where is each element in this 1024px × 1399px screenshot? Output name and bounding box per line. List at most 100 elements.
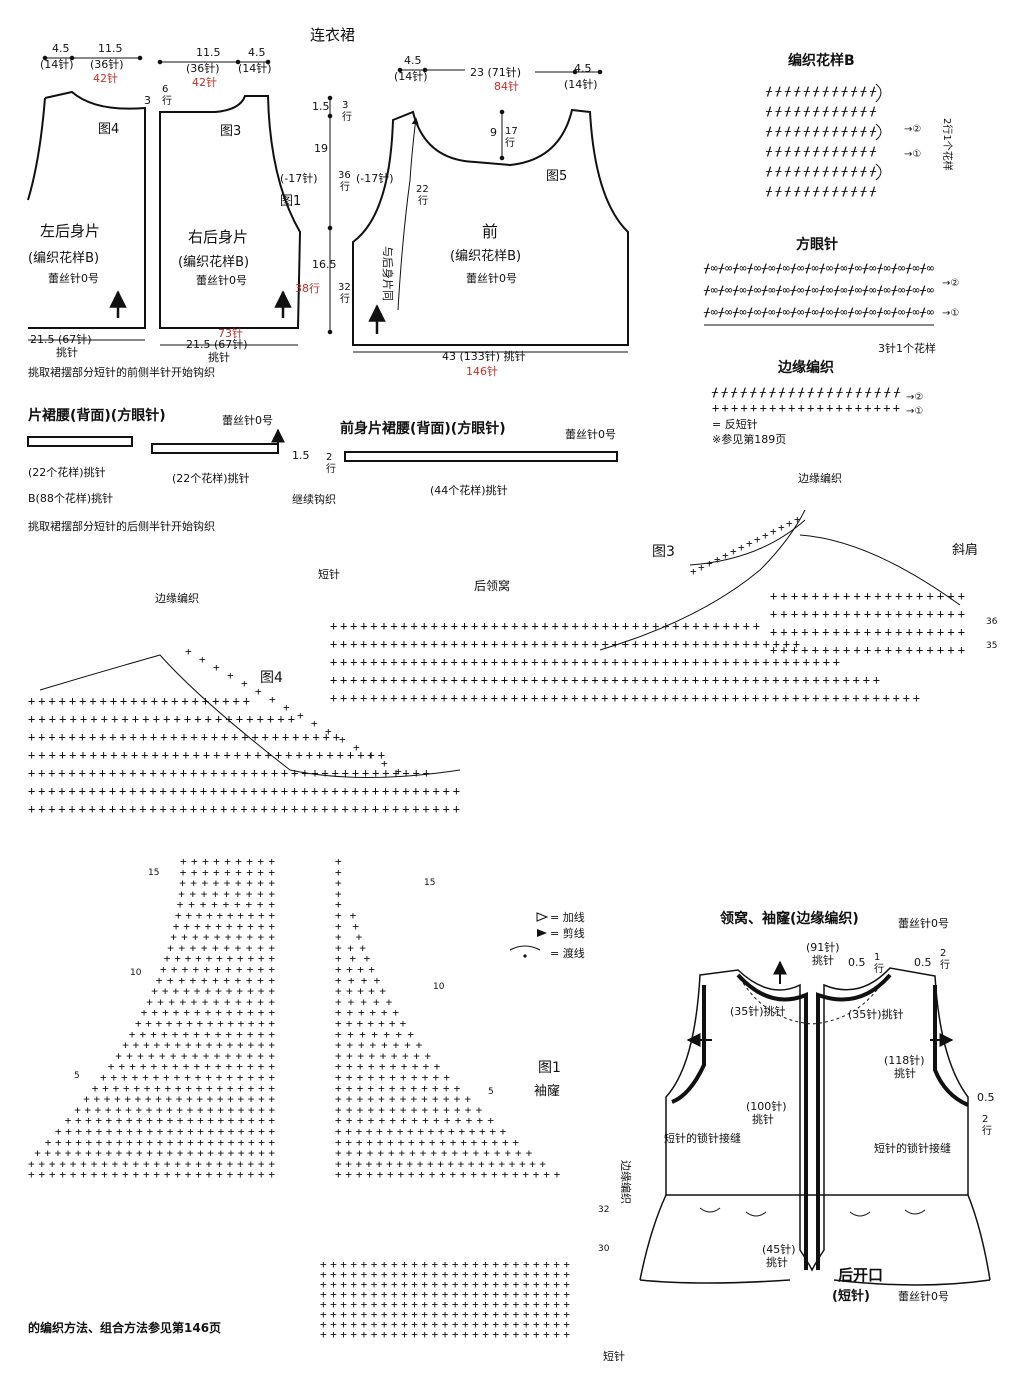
legend-cross: = 渡线 (550, 946, 585, 960)
chart-fig3-edge-stitch: + (722, 549, 729, 562)
waist-back-band (27, 436, 279, 454)
chart-fig1-sc: 短针 (603, 1349, 625, 1363)
chart-fig3-row: +++++++++++++++++++ (770, 589, 965, 603)
chart-fig3-edge-stitch: + (714, 553, 721, 566)
chart-fig4-row: +++++++++++++++++++++++++++++++++++ (28, 748, 385, 762)
swatch-edge-title: 边缘编织 (777, 359, 834, 376)
chart-fig1-left-row: +++++++++++++++++++++ (65, 1114, 276, 1127)
chart-fig1-bottom-row: +++++++++++++++++++++++++ (320, 1308, 570, 1321)
finish-e2: 0.5 (914, 956, 932, 969)
swatch-b-mark-2: →② (904, 124, 921, 135)
chart-fig4-label: 图4 (260, 670, 283, 686)
finish-e3-rows: 2 (982, 1114, 988, 1125)
front-neck-cm: 9 (490, 126, 497, 139)
finish-back-sub: (短针) (832, 1288, 870, 1304)
fig1-d1-rows: 3 (342, 100, 348, 111)
left-back-pattern: (编织花样B) (28, 250, 99, 266)
left-back-top-left-st: (14针) (40, 57, 74, 71)
chart-fig4-edge-stitch: + (213, 661, 220, 674)
chart-fig3-edge-stitch: + (746, 537, 753, 550)
swatch-grid-row: ᚋ∞ᚋ∞ᚋ∞ᚋ∞ᚋ∞ᚋ∞ᚋ∞ᚋ∞ᚋ∞ᚋ∞ᚋ∞ᚋ∞ᚋ∞ᚋ∞ᚋ∞ᚋ∞ (703, 305, 934, 319)
finish-neck-right: (35针)挑针 (848, 1007, 904, 1021)
chart-fig3-row: ++++++++++++++++++++++++++++++++++++++++… (330, 673, 880, 687)
swatch-grid-row: ᚋ∞ᚋ∞ᚋ∞ᚋ∞ᚋ∞ᚋ∞ᚋ∞ᚋ∞ᚋ∞ᚋ∞ᚋ∞ᚋ∞ᚋ∞ᚋ∞ᚋ∞ᚋ∞ (703, 283, 934, 297)
chart-fig1-right-row: +++++++++ (335, 1049, 431, 1062)
finish-e1-sub: 行 (874, 962, 884, 975)
right-back-top-right-st: (14针) (238, 61, 272, 75)
chart-fig1-left-row: ++++++++++++++++++++++++ (28, 1168, 275, 1181)
chart-n32: 32 (598, 1205, 609, 1215)
finish-e2-rows: 2 (940, 948, 946, 959)
fig1-dec-left: (-17针) (280, 171, 318, 185)
swatch-edge-mark-2: →② (906, 392, 923, 403)
chart-fig1-left-row: ++++++++++++++++++++ (74, 1103, 275, 1116)
finish-back-title: 后开口 (838, 1266, 883, 1284)
right-back-hook: 蕾丝针0号 (196, 273, 247, 287)
chart-fig4-edge-stitch: + (255, 685, 262, 698)
chart-fig4-row: +++++++++++++++++++++++++++++++ (28, 730, 340, 744)
right-back-bottom-red: 73针 (218, 326, 243, 340)
right-back-shoulder-rows: 6 (162, 84, 168, 95)
right-back-top-left: 11.5 (196, 46, 221, 59)
chart-n5-l: 5 (74, 1071, 80, 1081)
chart-n15-r: 15 (424, 878, 435, 888)
front-armhole-arc (397, 117, 419, 311)
legend-cut: = 剪线 (550, 926, 585, 940)
chart-n15-l: 15 (148, 868, 159, 878)
chart-fig3-edge-stitch: + (754, 533, 761, 546)
chart-fig1-edge: 边缘编织 (619, 1160, 633, 1204)
chart-fig1-right-row: +++++++++++++++++ (335, 1125, 507, 1138)
chart-fig3-edge-stitch: + (690, 565, 697, 578)
swatch-grid-row: ᚋ∞ᚋ∞ᚋ∞ᚋ∞ᚋ∞ᚋ∞ᚋ∞ᚋ∞ᚋ∞ᚋ∞ᚋ∞ᚋ∞ᚋ∞ᚋ∞ᚋ∞ᚋ∞ (703, 261, 934, 275)
fig1-label: 图1 (280, 194, 301, 209)
waist-gap-sub: 行 (326, 462, 336, 475)
chart-fig3-edge-stitch: + (762, 529, 769, 542)
note-front-half: 挑取裙摆部分短针的前侧半针开始钩织 (28, 365, 215, 379)
stitch-chart-fig4: ++++++++++++++++++++++++++++++++++++++++… (28, 645, 461, 816)
fig1-d2: 19 (314, 142, 328, 155)
chart-fig1-label: 图1 (538, 1060, 561, 1076)
front-neck-rows: 17 (505, 126, 518, 137)
swatch-b-row: ᚋᚋᚋᚋᚋᚋᚋᚋᚋᚋᚋᚋ (765, 144, 877, 158)
stitch-chart-fig1: ++++++++++++++++++++++++++++++++++++++++… (28, 855, 570, 1341)
front-top-dims (397, 67, 603, 75)
chart-fig3-edge-stitch: + (794, 513, 801, 526)
chart-fig3-edge-stitch: + (738, 541, 745, 554)
left-back-name: 左后身片 (40, 222, 100, 240)
stitch-chart-fig3: ++++++++++++++++++++++++++++++++++++++++… (330, 509, 965, 705)
chart-fig4-edge-stitch: + (185, 645, 192, 658)
swatch-grid-chart: ᚋ∞ᚋ∞ᚋ∞ᚋ∞ᚋ∞ᚋ∞ᚋ∞ᚋ∞ᚋ∞ᚋ∞ᚋ∞ᚋ∞ᚋ∞ᚋ∞ᚋ∞ᚋ∞ ᚋ∞ᚋ∞ᚋ∞ᚋ∞… (703, 261, 959, 326)
chart-fig3-n36: 36 (986, 617, 998, 627)
chart-fig1-right-row: + (335, 855, 342, 868)
chart-fig3-neck: 后领窝 (474, 578, 510, 593)
chart-fig4-row: ++++++++++++++++++++++ (28, 694, 250, 708)
fig3-label: 图3 (220, 124, 241, 139)
chart-fig1-left-row: +++++++++ (180, 855, 275, 868)
chart-n5-r: 5 (488, 1087, 494, 1097)
chart-fig4-row: ++++++++++++++++++++++++++ (28, 712, 295, 726)
chart-fig4-edge-stitch: + (311, 717, 318, 730)
fig1-d3-rows: 32 (338, 282, 351, 293)
chart-fig1-bottom-row: +++++++++++++++++++++++++ (320, 1258, 570, 1271)
front-hook: 蕾丝针0号 (466, 271, 517, 285)
front-top-red: 84针 (494, 79, 519, 93)
front-bottom-red: 146针 (466, 364, 498, 378)
finish-arm: (118针) (884, 1053, 925, 1067)
chart-fig1-right-row: + (335, 866, 342, 879)
fig1-d3-sub: 行 (340, 292, 350, 305)
finish-e2-sub: 行 (940, 958, 950, 971)
waist-lbl-22a: (22个花样)挑针 (28, 465, 106, 479)
chart-fig4-edge-stitch: + (199, 653, 206, 666)
swatch-b-row: ᚋᚋᚋᚋᚋᚋᚋᚋᚋᚋᚋᚋ (765, 124, 877, 138)
finish-title: 领窝、袖窿(边缘编织) (720, 910, 859, 927)
chart-n10-l: 10 (130, 968, 142, 978)
chart-fig3-edge: 边缘编织 (798, 471, 842, 485)
finish-open-low-sub: 挑针 (766, 1255, 788, 1269)
chart-fig3-shoulder: 斜肩 (952, 542, 978, 558)
chart-fig4-edge-stitch: + (367, 749, 374, 762)
finish-e3: 0.5 (977, 1091, 995, 1104)
waist-front-hook: 蕾丝针0号 (565, 427, 616, 441)
finish-open-low: (45针) (762, 1242, 796, 1256)
swatch-b-chart: ᚋᚋᚋᚋᚋᚋᚋᚋᚋᚋᚋᚋᚋᚋᚋᚋᚋᚋᚋᚋᚋᚋᚋᚋᚋᚋᚋᚋᚋᚋᚋᚋᚋᚋᚋᚋᚋᚋᚋᚋ… (765, 83, 921, 198)
chart-fig1-right-row: + (335, 877, 342, 890)
